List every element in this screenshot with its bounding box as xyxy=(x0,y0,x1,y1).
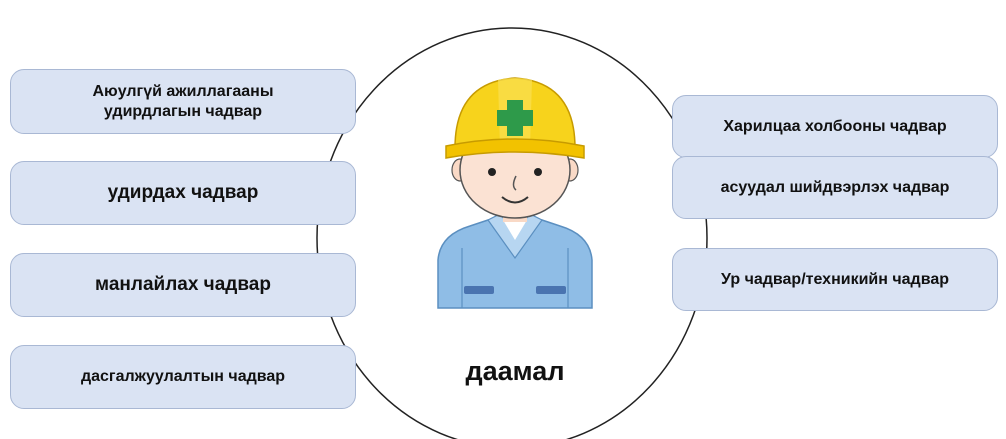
skill-box-problem-solving: асуудал шийдвэрлэх чадвар xyxy=(672,156,998,219)
mouth xyxy=(501,196,529,204)
center-ellipse xyxy=(316,27,708,439)
skill-label: Харилцаа холбооны чадвар xyxy=(723,117,947,135)
skill-label: Ур чадвар/техникийн чадвар xyxy=(721,270,949,288)
left-eye xyxy=(488,168,496,176)
worker-hardhat-icon xyxy=(437,77,593,309)
skill-box-communication: Харилцаа холбооны чадвар xyxy=(672,95,998,158)
left-pocket xyxy=(464,286,494,294)
right-eye xyxy=(534,168,542,176)
cross-horizontal xyxy=(497,110,533,126)
skill-label: манлайлах чадвар xyxy=(95,273,271,295)
nose xyxy=(512,175,517,191)
skill-box-coaching: дасгалжуулалтын чадвар xyxy=(10,345,356,409)
skill-box-leadership: манлайлах чадвар xyxy=(10,253,356,317)
skill-box-management: удирдах чадвар xyxy=(10,161,356,225)
helmet-brim xyxy=(445,138,585,159)
skill-label: асуудал шийдвэрлэх чадвар xyxy=(720,178,950,196)
skill-label: Аюулгүй ажиллагааны удирдлагын чадвар xyxy=(92,83,274,120)
inner-shirt xyxy=(503,220,527,240)
skill-label: дасгалжуулалтын чадвар xyxy=(80,368,286,386)
center-label: даамал xyxy=(465,356,565,386)
right-pocket xyxy=(536,286,566,294)
skill-label: удирдах чадвар xyxy=(107,181,259,203)
skill-box-technical: Ур чадвар/техникийн чадвар xyxy=(672,248,998,311)
skill-box-safety-management: Аюулгүй ажиллагааны удирдлагын чадвар xyxy=(10,69,356,134)
